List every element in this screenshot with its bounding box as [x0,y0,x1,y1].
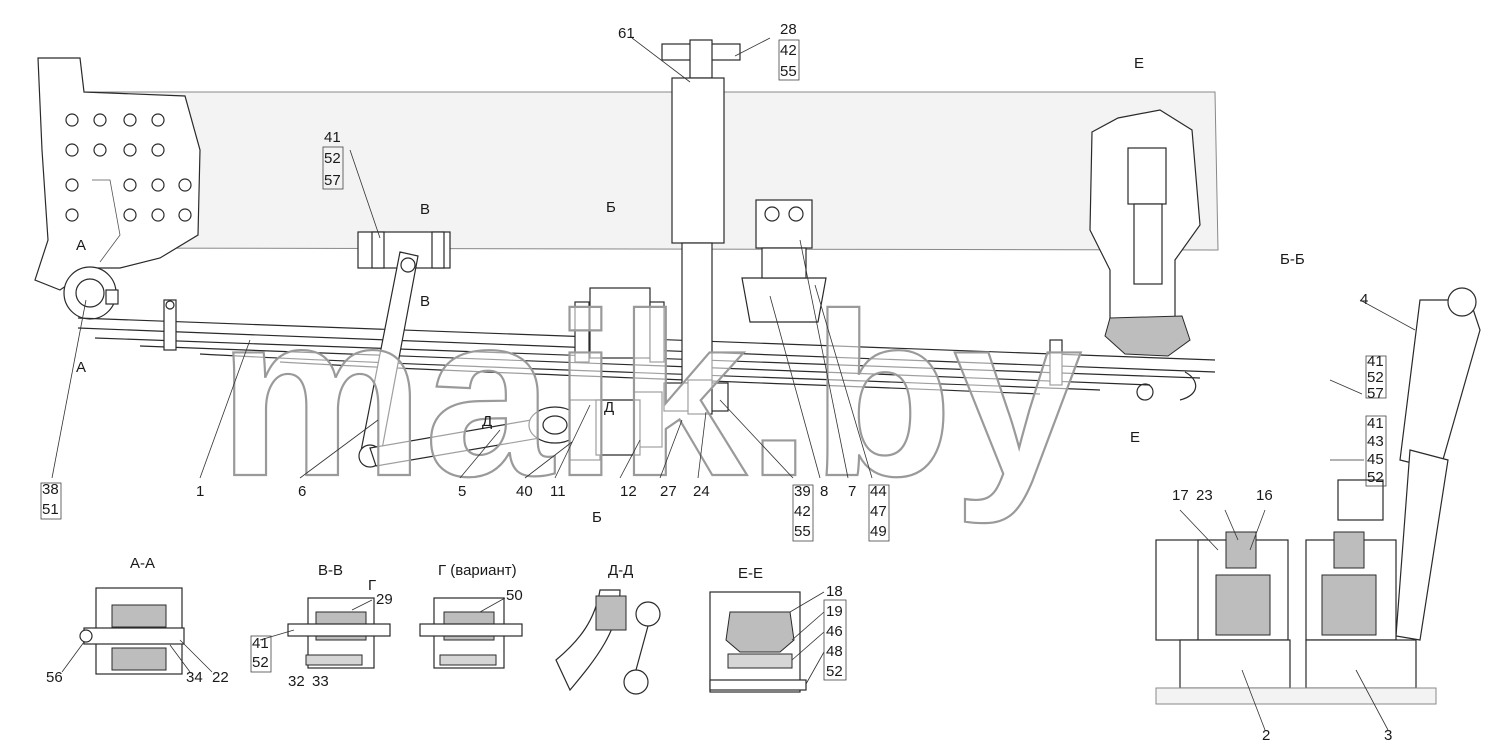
callout-48: 48 [826,643,843,660]
section-mark-d-left: Д [482,413,492,430]
shock-absorber [661,39,741,415]
u-bolt-plate [741,199,827,323]
callout-51: 51 [42,501,59,518]
callout-52-vv: 52 [252,654,269,671]
section-mark-e-bottom: Е [1130,429,1140,446]
callout-42-mid: 42 [794,503,811,520]
callout-34: 34 [186,669,203,686]
callout-27: 27 [660,483,677,500]
watermark-text: maik.by [218,266,1082,525]
section-mark-a-bottom: А [76,359,86,376]
section-dd-view [555,589,661,695]
callout-4: 4 [1360,291,1368,308]
callout-55-mid: 55 [794,523,811,540]
callout-19: 19 [826,603,843,620]
section-title-g-variant: Г (вариант) [438,562,517,579]
callout-12: 12 [620,483,637,500]
section-mark-v-mid: В [420,293,430,310]
callout-43: 43 [1367,433,1384,450]
callout-23: 23 [1196,487,1213,504]
callout-33: 33 [312,673,329,690]
callout-5: 5 [458,483,466,500]
callout-49: 49 [870,523,887,540]
callout-41-bb-top: 41 [1367,353,1384,370]
callout-42-top: 42 [780,42,797,59]
section-title-aa: А-А [130,555,155,572]
callout-41-vv: 41 [252,635,269,652]
leader-lines [51,37,1416,731]
callout-8: 8 [820,483,828,500]
callout-41-bb-low: 41 [1367,415,1384,432]
section-title-dd: Д-Д [608,562,633,579]
callout-57-bb: 57 [1367,385,1384,402]
callout-57-shackle: 57 [324,172,341,189]
callout-22: 22 [212,669,229,686]
callout-1: 1 [196,483,204,500]
section-bb-view [1155,287,1481,705]
callout-52-bb-low: 52 [1367,469,1384,486]
section-mark-v-top: В [420,201,430,218]
shackle [357,231,451,468]
section-mark-e-top: Е [1134,55,1144,72]
callout-28: 28 [780,21,797,38]
section-title-bb: Б-Б [1280,251,1305,268]
callout-6: 6 [298,483,306,500]
callout-boxes [40,39,1387,681]
callout-52-shackle: 52 [324,150,341,167]
callout-47: 47 [870,503,887,520]
rear-bracket [1089,109,1201,401]
callout-16: 16 [1256,487,1273,504]
section-g-variant-view [419,597,523,669]
callout-17: 17 [1172,487,1189,504]
callout-41-shackle: 41 [324,129,341,146]
callout-32: 32 [288,673,305,690]
callout-44: 44 [870,483,887,500]
section-vv-view [287,597,391,669]
callout-40: 40 [516,483,533,500]
section-title-vv: В-В [318,562,343,579]
section-aa-view [79,587,185,675]
callout-55-top: 55 [780,63,797,80]
section-mark-b-bottom: Б [592,509,602,526]
callout-18: 18 [826,583,843,600]
section-title-ee: Е-Е [738,565,763,582]
section-mark-d-right: Д [604,399,614,416]
callout-52-bb-top: 52 [1367,369,1384,386]
callout-29: 29 [376,591,393,608]
leaf-spring-pack [77,299,1216,401]
callout-2: 2 [1262,727,1270,744]
callout-61: 61 [618,25,635,42]
section-mark-b-top: Б [606,199,616,216]
callout-24: 24 [693,483,710,500]
callout-7: 7 [848,483,856,500]
callout-3: 3 [1384,727,1392,744]
section-mark-a-top: А [76,237,86,254]
axle-clamp [569,287,665,461]
callout-46: 46 [826,623,843,640]
callout-39: 39 [794,483,811,500]
front-spring-eye [63,266,119,320]
front-bracket [34,57,201,291]
callout-45: 45 [1367,451,1384,468]
section-mark-g-small: Г [368,577,376,594]
callout-56: 56 [46,669,63,686]
callout-11: 11 [550,483,566,500]
frame-rail [79,91,1219,251]
callout-38: 38 [42,481,59,498]
section-ee-view [709,591,807,693]
callout-labels: 61 28 42 55 41 52 57 38 51 1 6 5 40 11 1… [42,21,1392,744]
callout-52-ee: 52 [826,663,843,680]
callout-50: 50 [506,587,523,604]
